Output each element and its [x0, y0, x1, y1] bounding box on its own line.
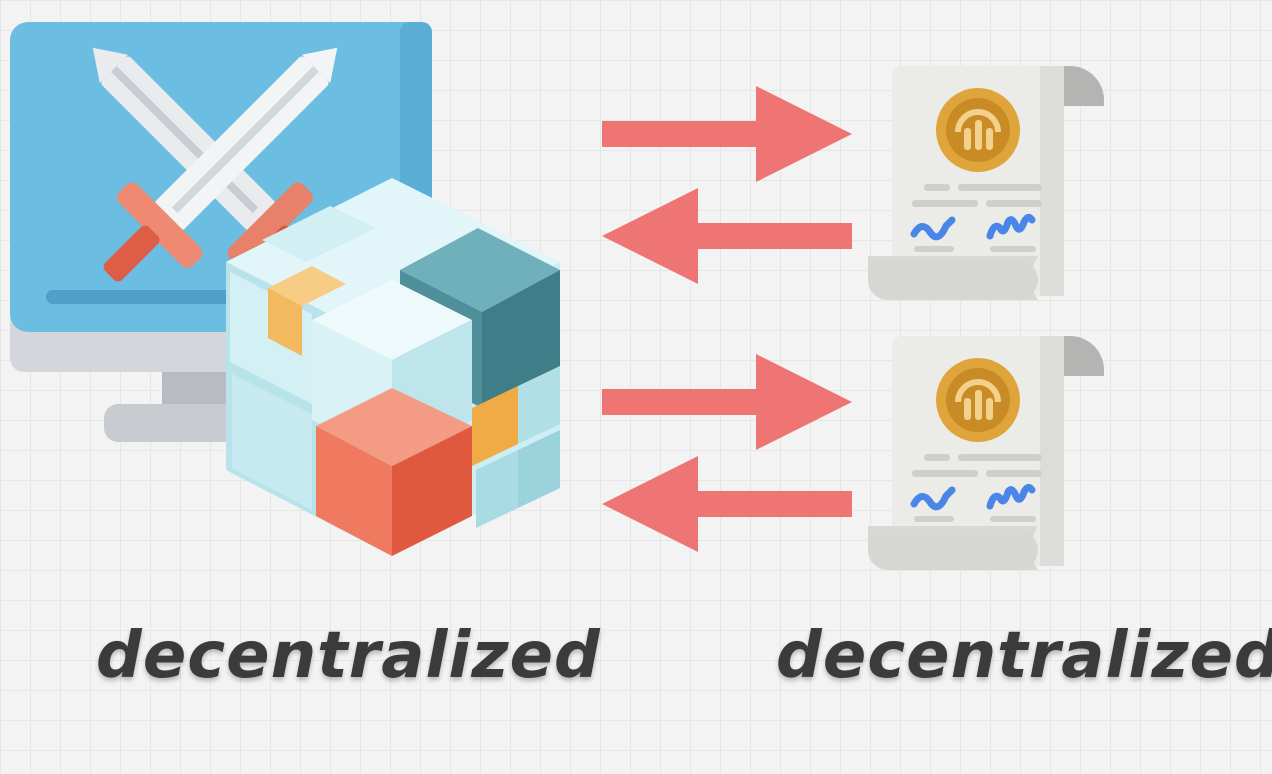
smart-contract-scroll-icon	[868, 336, 1104, 570]
blockchain-cube-icon	[226, 178, 560, 556]
caption-right: decentralized	[776, 619, 1272, 693]
smart-contract-scroll-icon	[868, 66, 1104, 300]
arrow-left-icon	[602, 188, 852, 284]
arrow-left-icon	[602, 456, 852, 552]
arrow-right-icon	[602, 354, 852, 450]
arrow-right-icon	[602, 86, 852, 182]
crossed-swords-icon	[92, 47, 338, 282]
caption-left: decentralized	[96, 619, 601, 693]
